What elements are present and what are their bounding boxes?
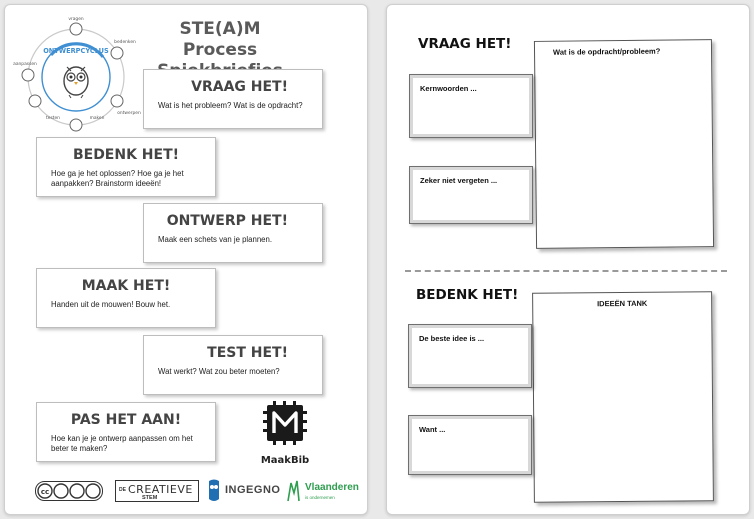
sheet-label: IDEEËN TANK (597, 298, 648, 309)
box-label: Kernwoorden ... (420, 84, 477, 93)
cycle-step-label: maken (90, 115, 105, 121)
step-card-vraag: VRAAG HET! Wat is het probleem? Wat is d… (143, 69, 323, 129)
owl-icon (63, 66, 89, 99)
logo-text: INGEGNO (225, 484, 281, 496)
step-card-title: MAAK HET! (81, 278, 171, 294)
because-box[interactable]: Want ... (408, 415, 532, 475)
worksheet-page: VRAAG HET! Wat is de opdracht/probleem? … (386, 4, 750, 515)
step-card-title: VRAAG HET! (191, 79, 288, 95)
cheatsheet-page: ONTWERPCYCLUS vragen bedenken ontwerpen … (4, 4, 368, 515)
step-card-description: Wat werkt? Wat zou beter moeten? (158, 367, 280, 376)
problem-sheet[interactable]: Wat is de opdracht/probleem? (533, 39, 715, 249)
step-card-pas-aan: PAS HET AAN! Hoe kan je je ontwerp aanpa… (36, 402, 216, 462)
svg-text:cc: cc (41, 488, 49, 496)
logo-text: CREATIEVE (128, 483, 193, 496)
step-card-maak: MAAK HET! Handen uit de mouwen! Bouw het… (36, 268, 216, 328)
creative-commons-icon: cc (35, 481, 103, 501)
step-card-test: TEST HET! Wat werkt? Wat zou beter moete… (143, 335, 323, 395)
cycle-step-icons (21, 22, 124, 132)
step-card-description: Wat is het probleem? Wat is de opdracht? (158, 101, 303, 110)
step-card-description: Handen uit de mouwen! Bouw het. (51, 300, 171, 309)
ingegno-owl-icon (209, 479, 219, 501)
logo-text: STEM (142, 495, 158, 501)
section-title-bedenk: BEDENK HET! (416, 287, 519, 303)
cycle-step-label: ontwerpen (117, 110, 141, 116)
box-label: Want ... (419, 425, 446, 434)
step-card-title: TEST HET! (207, 345, 288, 361)
logo-text: is ondernemen (305, 495, 335, 500)
step-card-title: ONTWERP HET! (166, 213, 288, 229)
cycle-center-label: ONTWERPCYCLUS (43, 47, 109, 55)
cycle-step-label: vragen (68, 16, 84, 22)
keywords-box[interactable]: Kernwoorden ... (409, 74, 533, 138)
step-card-description: Maak een schets van je plannen. (158, 235, 272, 244)
partner-logos: cc DE CREATIEVE STEM INGEGNO Vlaanderen … (35, 477, 365, 505)
maakbib-label: MaakBib (261, 455, 309, 466)
vlaanderen-logo: Vlaanderen is ondernemen (285, 479, 365, 503)
section-title-vraag: VRAAG HET! (418, 36, 512, 52)
cycle-step-label: aanpassen (13, 62, 37, 67)
idea-tank-sheet[interactable]: IDEEËN TANK (532, 291, 714, 503)
sheet-label: Wat is de opdracht/probleem? (552, 46, 661, 57)
box-label: Zeker niet vergeten ... (420, 176, 498, 185)
cycle-step-label: bedenken (114, 39, 136, 45)
logo-text: Vlaanderen (305, 482, 359, 493)
title-line: STE(A)M Process (179, 19, 261, 60)
design-cycle-diagram: ONTWERPCYCLUS vragen bedenken ontwerpen … (13, 16, 141, 132)
box-label: De beste idee is ... (419, 334, 485, 343)
vlaanderen-lion-icon (287, 480, 300, 502)
section-divider (405, 270, 727, 272)
step-card-description: Hoe ga je het oplossen? Hoe ga je het aa… (51, 169, 184, 188)
ingegno-logo: INGEGNO (207, 479, 281, 503)
step-card-title: PAS HET AAN! (70, 412, 182, 428)
maakbib-logo: MaakBib (261, 401, 309, 466)
dont-forget-box[interactable]: Zeker niet vergeten ... (409, 166, 533, 224)
de-creatieve-stem-logo: DE CREATIEVE STEM (115, 480, 199, 502)
logo-text: DE (119, 487, 126, 493)
best-idea-box[interactable]: De beste idee is ... (408, 324, 532, 388)
step-card-title: BEDENK HET! (72, 147, 180, 163)
step-card-bedenk: BEDENK HET! Hoe ga je het oplossen? Hoe … (36, 137, 216, 197)
cycle-step-label: testen (46, 115, 60, 121)
step-card-description: Hoe kan je je ontwerp aanpassen om het b… (51, 434, 193, 453)
step-card-ontwerp: ONTWERP HET! Maak een schets van je plan… (143, 203, 323, 263)
